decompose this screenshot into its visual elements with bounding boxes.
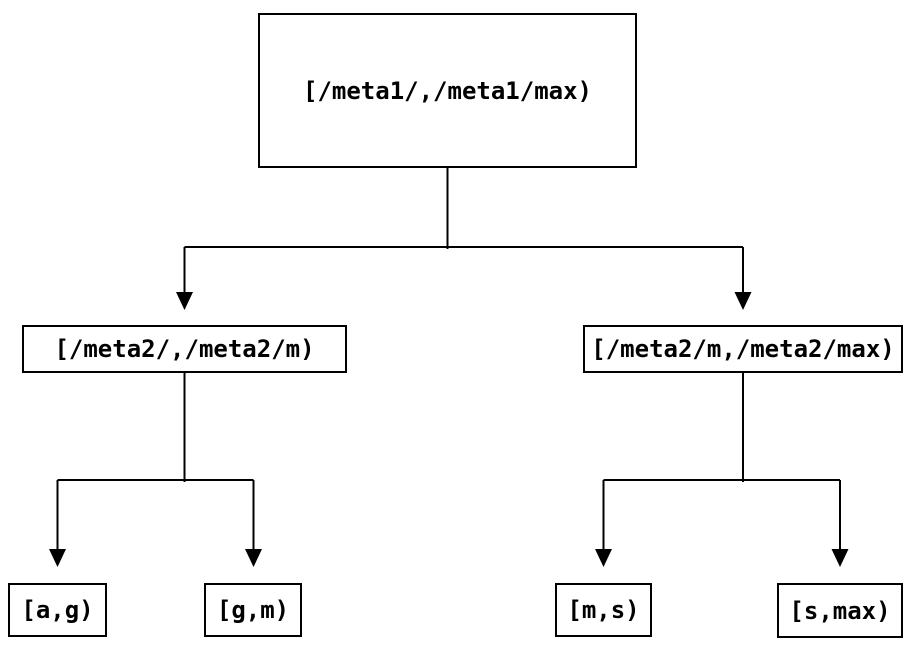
arrowhead-down-icon <box>49 549 66 567</box>
tree-node-label: [/meta2/m,/meta2/max) <box>591 335 895 363</box>
tree-node-label: [m,s) <box>567 596 640 624</box>
arrowhead-down-icon <box>831 549 849 567</box>
tree-node-label: [g,m) <box>216 596 290 624</box>
tree-node-label: [a,g) <box>21 596 94 624</box>
tree-node-meta2-right: [/meta2/m,/meta2/max) <box>583 325 903 373</box>
tree-node-label: [/meta2/,/meta2/m) <box>54 335 315 363</box>
tree-node-leaf-m-s: [m,s) <box>555 583 652 637</box>
arrowhead-down-icon <box>176 292 193 310</box>
tree-node-leaf-s-max: [s,max) <box>777 583 903 638</box>
tree-node-meta2-left: [/meta2/,/meta2/m) <box>22 325 347 373</box>
arrowhead-down-icon <box>245 549 262 567</box>
arrowhead-down-icon <box>734 292 752 310</box>
tree-node-label: [s,max) <box>789 596 891 625</box>
tree-node-leaf-a-g: [a,g) <box>8 583 107 637</box>
arrowhead-down-icon <box>595 549 612 567</box>
tree-node-label: [/meta1/,/meta1/max) <box>303 76 592 105</box>
tree-node-leaf-g-m: [g,m) <box>204 583 302 637</box>
tree-node-root: [/meta1/,/meta1/max) <box>258 13 637 168</box>
